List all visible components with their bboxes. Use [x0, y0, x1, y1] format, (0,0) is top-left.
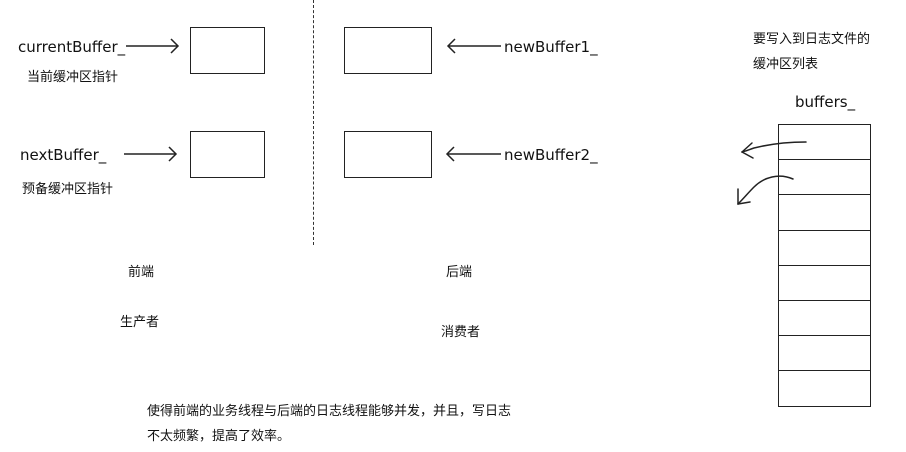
front-back-divider [313, 0, 314, 245]
current-buffer-arrow [126, 38, 180, 54]
new-buffer1-box [344, 27, 432, 74]
new-buffer1-arrow [446, 38, 501, 54]
next-buffer-arrow [124, 146, 178, 162]
buffers-list-cell [779, 125, 870, 161]
footer-line2: 不太频繁，提高了效率。 [147, 429, 291, 444]
back-role-label: 后端 [446, 265, 473, 280]
back-role-desc: 消费者 [441, 325, 481, 340]
buffers-list-cell [779, 195, 870, 231]
buffers-list-cell [779, 336, 870, 372]
buffers-list-cell [779, 266, 870, 301]
buffers-list-cell [779, 160, 870, 196]
buffers-caption-line2: 缓冲区列表 [753, 57, 819, 72]
current-buffer-box [190, 27, 265, 74]
front-role-desc: 生产者 [120, 315, 160, 330]
current-buffer-desc: 当前缓冲区指针 [27, 70, 119, 85]
buffers-list-cell [779, 371, 870, 406]
buffers-list-cell [779, 301, 870, 337]
buffers-caption-line1: 要写入到日志文件的 [753, 32, 871, 47]
front-role-label: 前端 [128, 265, 155, 280]
next-buffer-box [190, 131, 265, 178]
buffers-list-cell [779, 231, 870, 266]
next-buffer-label: nextBuffer_ [20, 146, 107, 164]
new-buffer2-arrow [445, 146, 501, 162]
buffers-list [778, 124, 871, 407]
buffers-label: buffers_ [795, 93, 856, 111]
new-buffer2-box [344, 131, 432, 178]
new-buffer1-label: newBuffer1_ [504, 38, 598, 56]
buffers-handoff-arrows [737, 141, 807, 205]
footer-line1: 使得前端的业务线程与后端的日志线程能够并发，并且，写日志 [147, 404, 512, 419]
next-buffer-desc: 预备缓冲区指针 [22, 182, 114, 197]
new-buffer2-label: newBuffer2_ [504, 146, 598, 164]
current-buffer-label: currentBuffer_ [18, 38, 126, 56]
